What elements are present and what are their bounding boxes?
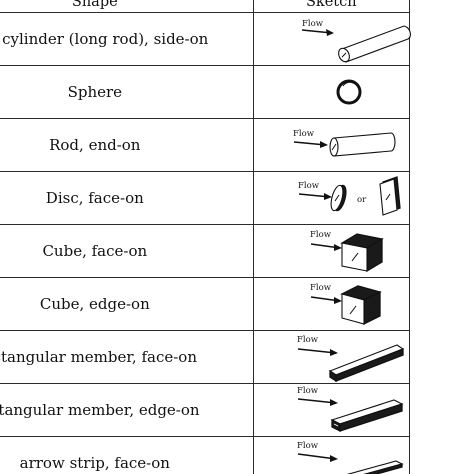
flow-label: Flow <box>293 129 315 139</box>
sketch-cell: Flow <box>252 330 411 384</box>
disc-face-on-icon: Flow or <box>298 176 401 216</box>
shape-label: arrow strip, face-on <box>0 436 254 474</box>
flow-arrowhead <box>329 349 338 356</box>
sketch-cell: Flow <box>252 277 411 331</box>
sketch-cell: Flow <box>252 383 411 437</box>
flow-label: Flow <box>310 230 332 240</box>
table-row: arrow strip, face-on Flow <box>0 436 411 474</box>
strip-side <box>362 463 403 474</box>
cube-front <box>341 293 365 325</box>
sketch-cell: Flow <box>252 224 411 278</box>
sketch-column-header: Sketch <box>252 0 411 13</box>
cube-edge-on-icon: Flow <box>310 283 382 326</box>
flow-arrowhead <box>329 455 338 462</box>
cube-face-on-icon: Flow <box>310 230 384 273</box>
member-side <box>338 403 403 432</box>
sketch-cell: Flow or <box>252 171 411 225</box>
shape-label: Cube, edge-on <box>0 277 254 331</box>
rod-body <box>340 25 411 63</box>
table-row: ctangular member, edge-on Flow <box>0 383 411 437</box>
table-row: Disc, face-on Flow or <box>0 171 411 225</box>
flow-label: Flow <box>297 386 319 396</box>
flow-arrowhead <box>333 297 342 304</box>
shape-label: Disc, face-on <box>0 171 254 225</box>
header-row: Shape Sketch <box>0 0 411 13</box>
table-row: Cube, face-on Flow <box>0 224 411 278</box>
flow-label: Flow <box>310 283 332 293</box>
shape-label: Sphere <box>0 65 254 119</box>
long-rod-side-on-icon: Flow <box>301 19 411 63</box>
member-side <box>334 348 404 382</box>
flow-label: Flow <box>297 335 319 345</box>
shape-label: Rod, end-on <box>0 118 254 172</box>
sketch-cell: Flow <box>252 436 411 474</box>
rod-body <box>333 132 396 157</box>
table-row: Cube, edge-on Flow <box>0 277 411 331</box>
flow-arrowhead <box>333 244 342 251</box>
shape-column-header: Shape <box>0 0 254 13</box>
narrow-strip-face-on-icon: Flow <box>297 441 404 474</box>
flow-label: Flow <box>298 181 320 191</box>
flow-arrowhead <box>329 399 338 406</box>
shape-label: Cube, face-on <box>0 224 254 278</box>
table-row: ar cylinder (long rod), side-on Flow <box>0 12 411 66</box>
shape-label: ar cylinder (long rod), side-on <box>0 12 254 66</box>
table-row: ctangular member, face-on Flow <box>0 330 411 384</box>
sketch-cell <box>252 65 411 119</box>
shape-sketch-table: Shape Sketch ar cylinder (long rod), sid… <box>0 0 411 474</box>
flow-arrowhead <box>325 29 334 36</box>
table-row: Rod, end-on Flow <box>0 118 411 172</box>
flow-arrowhead <box>319 141 328 148</box>
table-row: Sphere <box>0 65 411 119</box>
shape-label: ctangular member, face-on <box>0 330 254 384</box>
or-label: or <box>357 195 367 205</box>
flow-label: Flow <box>302 19 324 29</box>
rod-end-on-icon: Flow <box>293 129 396 157</box>
flow-arrowhead <box>323 193 332 200</box>
flow-label: Flow <box>297 441 319 451</box>
sketch-cell: Flow <box>252 12 411 66</box>
sketch-cell: Flow <box>252 118 411 172</box>
member-top <box>328 344 404 376</box>
rect-member-edge-on-icon: Flow <box>297 386 404 433</box>
sphere-icon <box>336 79 362 105</box>
rect-member-face-on-icon: Flow <box>297 335 404 383</box>
shape-label: ctangular member, edge-on <box>0 383 254 437</box>
